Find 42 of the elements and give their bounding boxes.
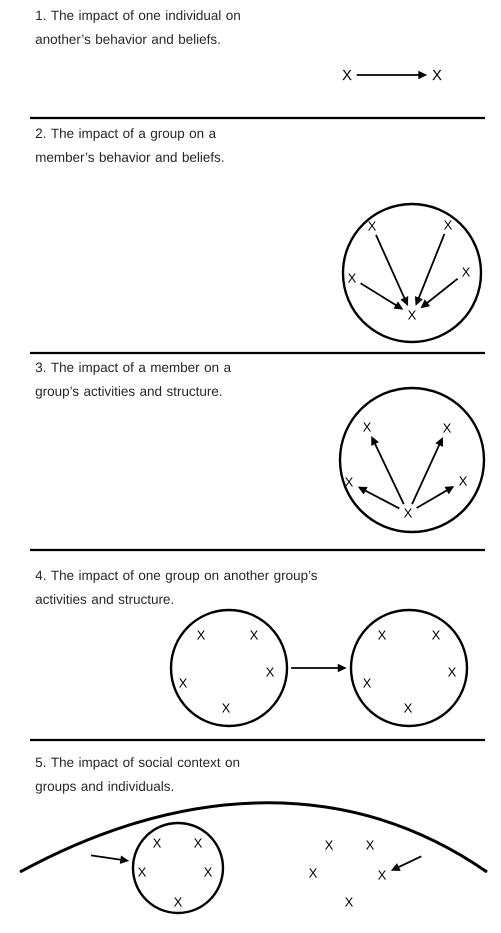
group-circle bbox=[342, 202, 482, 344]
member-label: X bbox=[378, 630, 386, 640]
member-label: X bbox=[362, 422, 372, 432]
member-label: X bbox=[174, 898, 182, 906]
group-circle bbox=[170, 608, 288, 728]
member-label: X bbox=[250, 630, 258, 640]
member-label: X bbox=[408, 310, 416, 320]
member-label: X bbox=[442, 424, 452, 432]
member-label: X bbox=[324, 840, 334, 850]
member-label: X bbox=[196, 630, 206, 640]
member-label: X bbox=[204, 868, 212, 876]
member-label: X bbox=[362, 678, 372, 688]
member-label: X bbox=[462, 268, 470, 276]
member-label: X bbox=[344, 898, 354, 906]
member-label: X bbox=[308, 868, 318, 878]
section-heading: 1. The impact of one individual on another’s behavior and beliefs. bbox=[36, 10, 240, 44]
member-label: X bbox=[378, 870, 386, 880]
member-label: X bbox=[178, 678, 188, 688]
group-circle bbox=[338, 386, 486, 534]
member-label: X bbox=[152, 838, 162, 848]
section-heading: 3. The impact of a member on a group’s activities and structure. bbox=[36, 362, 232, 399]
section-heading: 4. The impact of one group on another group’s activities and structure. bbox=[36, 570, 318, 604]
member-label: X bbox=[348, 274, 356, 282]
group-circle bbox=[350, 608, 468, 728]
member-label: X bbox=[404, 508, 412, 518]
member-label: X bbox=[222, 704, 230, 712]
section-heading: 5. The impact of social context on groups and individuals. bbox=[36, 757, 240, 794]
member-label: X bbox=[432, 70, 442, 80]
member-label: X bbox=[344, 478, 354, 486]
member-label: X bbox=[432, 630, 440, 640]
member-label: X bbox=[194, 838, 202, 848]
member-label: X bbox=[448, 668, 456, 676]
member-label: X bbox=[444, 220, 452, 230]
member-label: X bbox=[342, 70, 352, 80]
member-label: X bbox=[266, 668, 274, 676]
member-label: X bbox=[404, 704, 412, 712]
member-label: X bbox=[366, 840, 374, 850]
group-circle bbox=[132, 822, 224, 914]
member-label: X bbox=[458, 476, 468, 486]
member-label: X bbox=[138, 868, 146, 876]
member-label: X bbox=[368, 222, 376, 230]
section-heading: 2. The impact of a group on a member’s behavior and beliefs. bbox=[36, 128, 224, 162]
